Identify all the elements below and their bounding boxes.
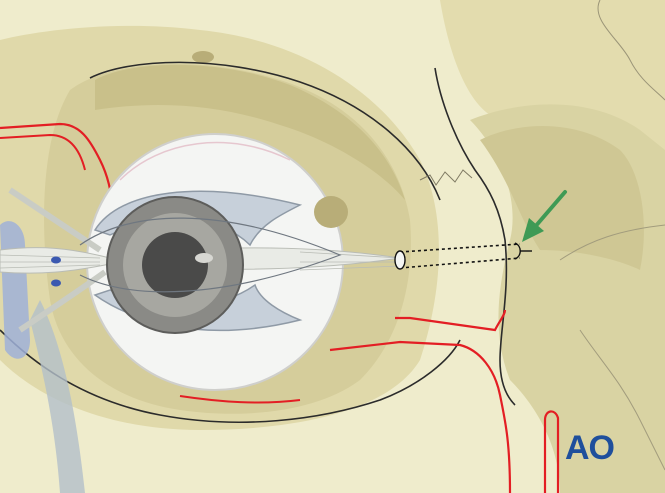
tendon-bands [8, 187, 107, 333]
lateral-orbital-foramen [314, 196, 348, 228]
red-section-left-inner [0, 133, 86, 171]
arrow-icon [522, 190, 567, 242]
ligament-fibers [0, 251, 401, 271]
red-section-bottom [179, 395, 301, 404]
supraorbital-foramen [192, 51, 214, 63]
lacrimal-punctum-upper [51, 256, 61, 264]
red-section-nasal [543, 410, 560, 493]
nasal-outline [434, 67, 516, 406]
lacrimal-punctum-lower [51, 279, 61, 287]
red-section-floor [329, 340, 512, 493]
drill-hole-entry [394, 250, 406, 270]
fracture-line [419, 169, 473, 186]
suture-line-2 [559, 224, 665, 261]
sclera-highlight [119, 141, 291, 181]
orbit-roof [95, 64, 405, 201]
ao-logo-icon: AO [565, 428, 625, 468]
orbit-rim-line [89, 61, 441, 201]
red-section-mid [395, 309, 507, 332]
pupil-reflection [195, 253, 213, 263]
logo-text: AO [565, 429, 615, 467]
duct [30, 300, 85, 493]
suture-line [597, 0, 665, 101]
suture-line-3 [579, 329, 665, 471]
pupil [142, 232, 208, 298]
palpebral-fissure [79, 217, 342, 293]
drill-path-lower [399, 257, 521, 269]
drill-path-upper [399, 243, 521, 253]
